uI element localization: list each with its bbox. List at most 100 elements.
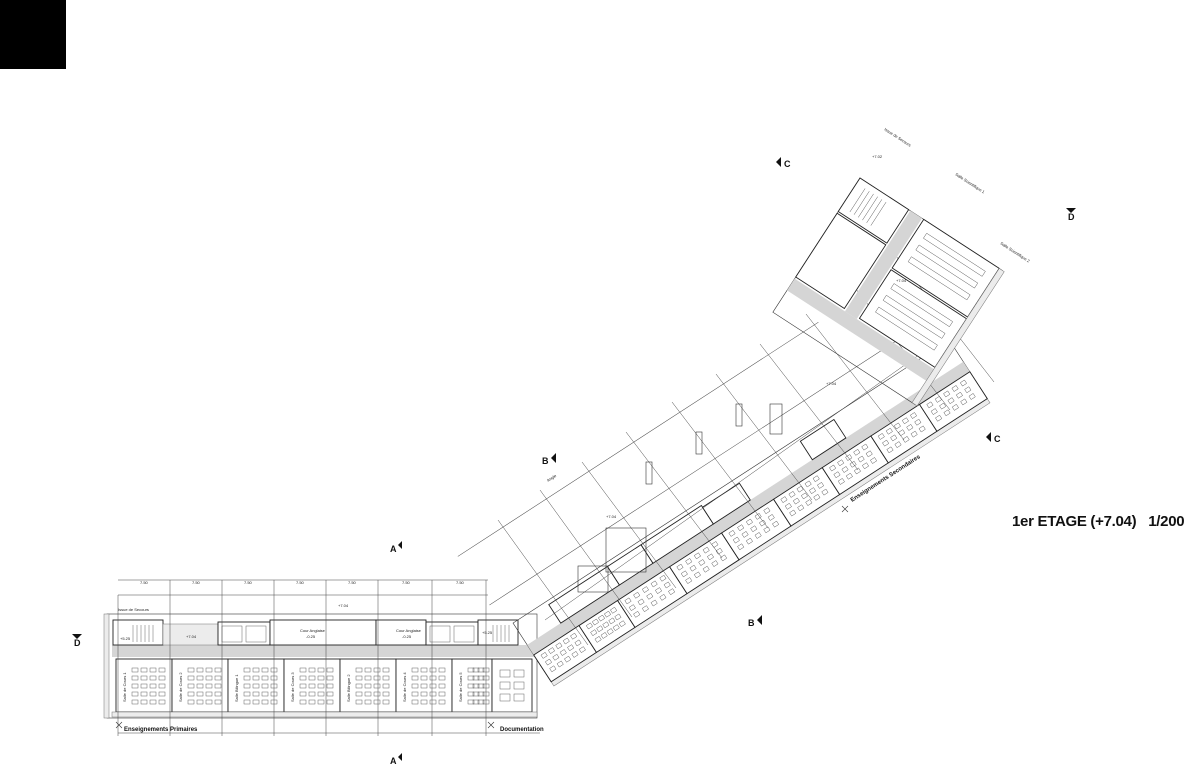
desk: [355, 691, 363, 697]
desk: [745, 537, 753, 545]
dimension-label: 7.50: [140, 580, 149, 585]
desk: [968, 393, 976, 400]
desk: [326, 691, 334, 697]
desk: [548, 647, 556, 654]
desk: [317, 675, 325, 681]
structural-grid: [497, 255, 995, 646]
desk: [767, 514, 775, 521]
desk: [685, 577, 693, 584]
desk: [205, 667, 213, 673]
desk: [438, 675, 446, 681]
desk: [252, 675, 260, 681]
desk: [158, 683, 166, 689]
dimension-label: 7.50: [348, 580, 357, 585]
desk: [737, 524, 745, 532]
desk: [555, 642, 563, 650]
desk: [149, 699, 157, 705]
cour-anglaise-2: [375, 619, 427, 646]
desk: [477, 667, 485, 673]
desk: [196, 675, 204, 681]
desk: [420, 683, 428, 689]
desk: [364, 699, 372, 705]
desk: [591, 618, 599, 626]
desk: [886, 446, 894, 454]
desk: [763, 507, 771, 515]
desk: [140, 667, 148, 673]
desk: [597, 614, 605, 622]
desk: [862, 462, 869, 470]
desk: [792, 497, 800, 505]
desk: [429, 675, 437, 681]
desk: [861, 443, 869, 451]
salle-sci-1-label: Salle Scientifique 1: [954, 172, 986, 195]
desk: [564, 655, 572, 663]
desk: [788, 491, 796, 498]
desk: [571, 651, 579, 658]
desk: [853, 448, 861, 456]
desk: [585, 622, 593, 630]
desk: [902, 436, 910, 443]
documentation-table: [513, 681, 525, 690]
desk: [693, 552, 701, 560]
desk: [205, 691, 213, 697]
desk: [745, 518, 753, 526]
desk: [472, 683, 480, 689]
desk: [549, 665, 557, 673]
desk: [326, 683, 334, 689]
section-c-bottom: C: [994, 434, 1001, 444]
desk: [373, 691, 381, 697]
desk: [326, 675, 334, 681]
desk: [796, 485, 804, 493]
desk: [373, 683, 381, 689]
corridor-secondary: [527, 361, 970, 655]
desk: [943, 409, 951, 417]
desk: [853, 467, 861, 475]
desk: [308, 691, 316, 697]
desk: [355, 667, 363, 673]
drawing-title: 1er ETAGE (+7.04)1/200: [1012, 513, 1185, 530]
desk: [364, 675, 372, 681]
zone-marker-secondaires: [841, 505, 849, 513]
desk: [570, 632, 578, 640]
desk: [382, 683, 390, 689]
section-b-bottom: B: [748, 618, 755, 628]
desk: [326, 699, 334, 705]
desk: [140, 691, 148, 697]
desk: [131, 675, 139, 681]
desk: [205, 675, 213, 681]
desk: [477, 691, 485, 697]
desk: [299, 667, 307, 673]
desk: [754, 513, 762, 520]
left-wing: [103, 579, 540, 736]
northeast-wing: [772, 177, 1005, 407]
desk: [698, 559, 706, 566]
desk: [187, 675, 195, 681]
desk: [812, 475, 820, 483]
desk: [243, 691, 251, 697]
dimension-label: 7.50: [296, 580, 305, 585]
desk: [214, 699, 222, 705]
desk: [149, 691, 157, 697]
desk: [759, 519, 767, 527]
desk: [935, 414, 943, 422]
desk: [158, 699, 166, 705]
desk: [608, 617, 616, 625]
desk: [411, 675, 419, 681]
level-right: +7.04: [896, 278, 907, 283]
level-upper: +7.02: [872, 154, 883, 159]
desk: [594, 636, 602, 643]
desk: [906, 424, 914, 431]
desk: [131, 699, 139, 705]
desk: [438, 683, 446, 689]
desk: [947, 397, 955, 405]
section-c-top: C: [784, 159, 791, 169]
desk: [429, 667, 437, 673]
section-b-top: B: [542, 456, 549, 466]
desk: [252, 691, 260, 697]
zone-documentation-label: Documentation: [500, 727, 544, 733]
desk: [663, 581, 671, 589]
desk: [382, 667, 390, 673]
cour-anglaise-2-level: -0.25: [402, 634, 412, 639]
cour-anglaise-1: [269, 619, 377, 646]
